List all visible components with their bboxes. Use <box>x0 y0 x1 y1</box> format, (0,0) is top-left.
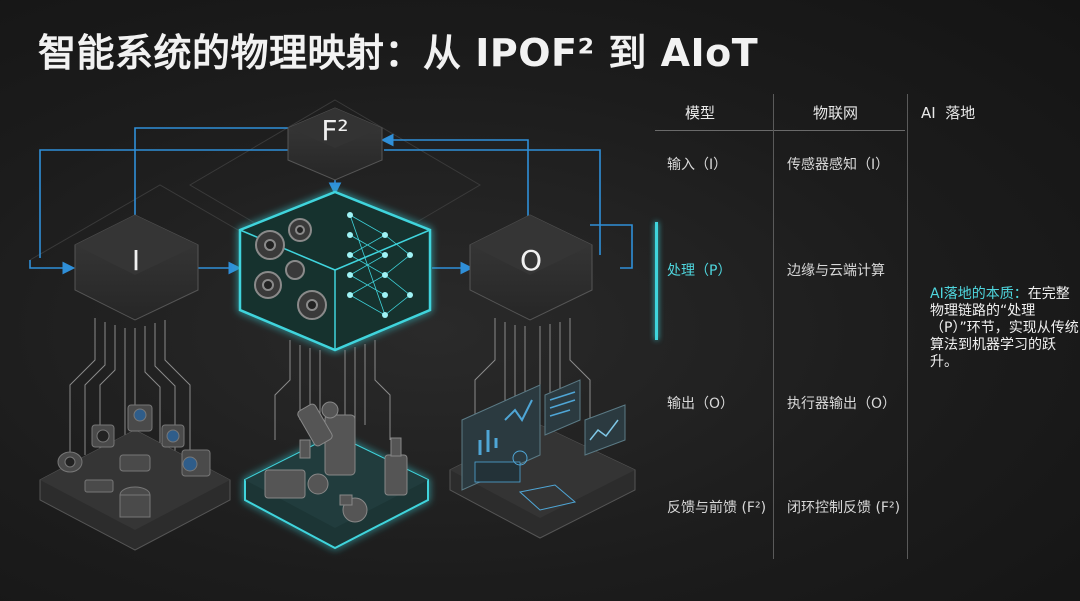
row-input-model: 输入（I） <box>667 157 728 173</box>
neural-network-icon <box>347 212 413 318</box>
header-model: 模型 <box>685 104 716 122</box>
node-feedback: F² <box>287 107 383 181</box>
sensor-wires <box>69 318 191 462</box>
camera-sensors-icon <box>57 404 211 518</box>
robot-arm-icon <box>264 401 408 523</box>
row-output-model: 输出（O） <box>667 396 735 412</box>
active-row-indicator <box>655 222 658 340</box>
arrow-f2-outer-loop <box>39 149 288 258</box>
arrow-loop-into-input <box>29 260 76 275</box>
ipof-diagram: F² I O <box>29 99 636 551</box>
column-divider-1 <box>773 94 774 559</box>
dashboard-screens-icon <box>461 379 626 511</box>
node-feedback-label: F² <box>321 114 348 147</box>
node-output: O <box>469 214 593 321</box>
node-output-label: O <box>520 244 542 277</box>
arrow-f2-to-input <box>128 127 288 236</box>
header-divider <box>655 130 905 131</box>
row-feedback-iot: 闭环控制反馈 (F²) <box>787 500 901 516</box>
node-input-label: I <box>132 244 140 277</box>
node-input: I <box>74 214 199 321</box>
arrow-output-loop-outer <box>384 149 601 255</box>
page-title: 智能系统的物理映射：从 IPOF² 到 AIoT <box>38 31 759 75</box>
ai-landing-note: AI落地的本质：在完整物理链路的“处理（P）”环节，实现从传统算法到机器学习的跃… <box>930 286 1080 371</box>
gears-icon <box>254 218 327 320</box>
node-process-cube <box>238 190 432 352</box>
note-text: 在完整物理链路的“处理（P）”环节，实现从传统算法到机器学习的跃升。 <box>930 286 1079 370</box>
row-output-iot: 执行器输出（O） <box>787 396 897 412</box>
row-process-iot: 边缘与云端计算 <box>787 263 885 279</box>
arrow-output-right <box>590 224 633 269</box>
header-iot: 物联网 <box>813 104 859 122</box>
row-feedback-model: 反馈与前馈 (F²) <box>667 500 767 516</box>
row-process-model: 处理（P） <box>667 263 732 279</box>
note-highlight: AI落地的本质： <box>930 286 1028 302</box>
row-input-iot: 传感器感知（I） <box>787 157 890 173</box>
header-ai: AI 落地 <box>921 104 976 122</box>
column-divider-2 <box>907 94 908 559</box>
mapping-table: 模型 物联网 AI 落地 输入（I） 传感器感知（I） 处理（P） 边缘与云端计… <box>655 94 1079 559</box>
